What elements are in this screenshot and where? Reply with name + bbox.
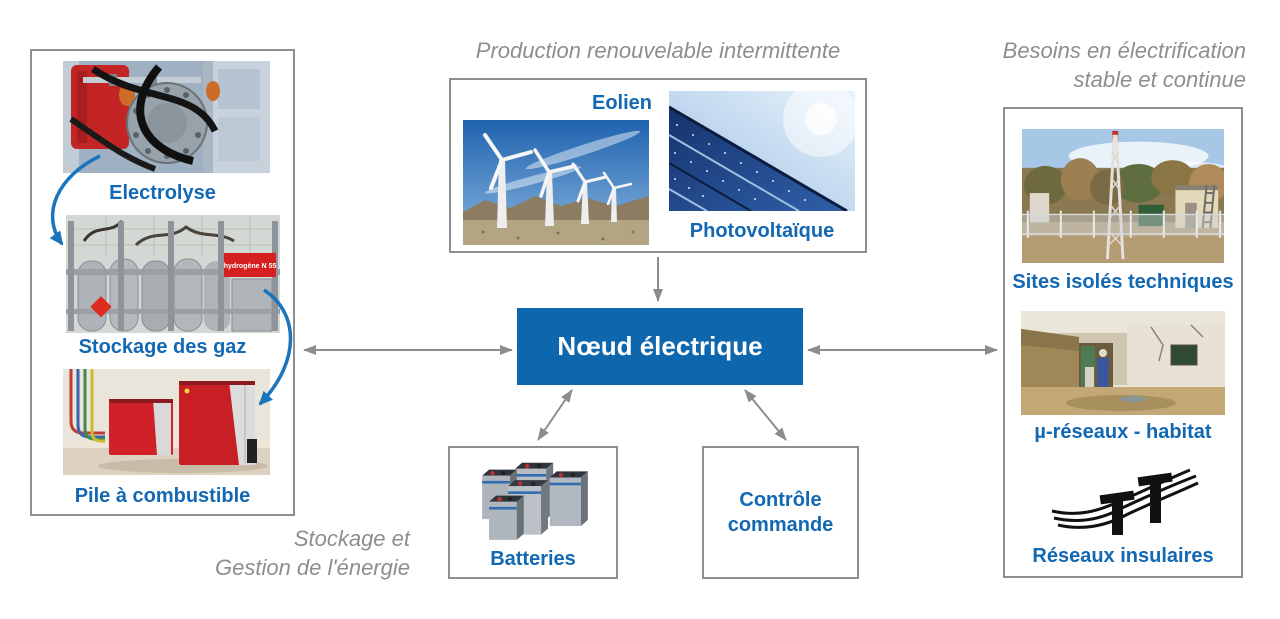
sites-isoles-label: Sites isolés techniques (1012, 271, 1234, 293)
electric-node-label: Nœud électrique (557, 331, 763, 361)
controle-label-line2: commande (727, 513, 834, 536)
photovoltaique-label: Photovoltaïque (689, 220, 835, 242)
controle-label-line1: Contrôle (739, 488, 822, 511)
besoins-title-line1: Besoins en électrification (1002, 38, 1246, 63)
pile-combustible-label: Pile à combustible (74, 485, 251, 507)
storage-caption: Stockage et Gestion de l'énergie (160, 524, 410, 582)
storage-caption-line2: Gestion de l'énergie (215, 555, 410, 580)
electrolyzer-photo (63, 61, 270, 173)
power-lines-icon (1051, 468, 1199, 535)
hydrogen-sign: hydrogène N 55 (224, 253, 277, 277)
batteries-photo (482, 462, 588, 540)
fuel-cell-photo (63, 369, 270, 475)
storage-caption-line1: Stockage et (293, 526, 410, 551)
person (1097, 349, 1109, 391)
colored-pipes (69, 369, 105, 443)
battery-cells (482, 462, 588, 540)
fuel-cell-cabinet-small (109, 399, 173, 455)
batteries-label: Batteries (490, 548, 576, 570)
batteries-panel: Batteries (448, 446, 618, 579)
isolated-site-photo (1022, 128, 1224, 264)
production-panel: Eolien (449, 78, 867, 253)
ladder (1201, 185, 1216, 229)
fuel-cell-cabinet-large (179, 381, 257, 465)
gas-cylinders-photo: hydrogène N 55 (66, 215, 280, 333)
fence (1022, 210, 1224, 238)
micro-reseaux-label: µ-réseaux - habitat (1034, 421, 1212, 443)
storage-chain-panel: Electrolyse (30, 49, 295, 516)
stockage-gaz-label: Stockage des gaz (78, 336, 247, 358)
electrolyse-label: Electrolyse (109, 182, 216, 204)
eolien-label: Eolien (591, 92, 652, 114)
turbines (483, 133, 633, 228)
solar-panels-photo (669, 91, 855, 211)
controle-commande-panel: Contrôle commande (702, 446, 859, 579)
hazard-diamond (90, 296, 112, 318)
arrow-node-controle (744, 389, 787, 441)
wind-turbines-photo (463, 120, 649, 245)
production-title: Production renouvelable intermittente (475, 38, 841, 63)
electric-node-box: Nœud électrique (517, 308, 803, 385)
habitat-photo (1021, 311, 1225, 415)
arrow-node-batteries (537, 389, 573, 441)
electrification-panel: Sites isolés techniques (1003, 107, 1243, 578)
besoins-title-line2: stable et continue (1073, 67, 1246, 92)
white-house (1127, 324, 1225, 387)
reseaux-insulaires-label: Réseaux insulaires (1032, 545, 1214, 567)
svg-text:hydrogène N 55: hydrogène N 55 (224, 263, 277, 270)
controle-commande-label: Contrôle commande (704, 448, 857, 577)
besoins-title: Besoins en électrification stable et con… (960, 36, 1246, 94)
